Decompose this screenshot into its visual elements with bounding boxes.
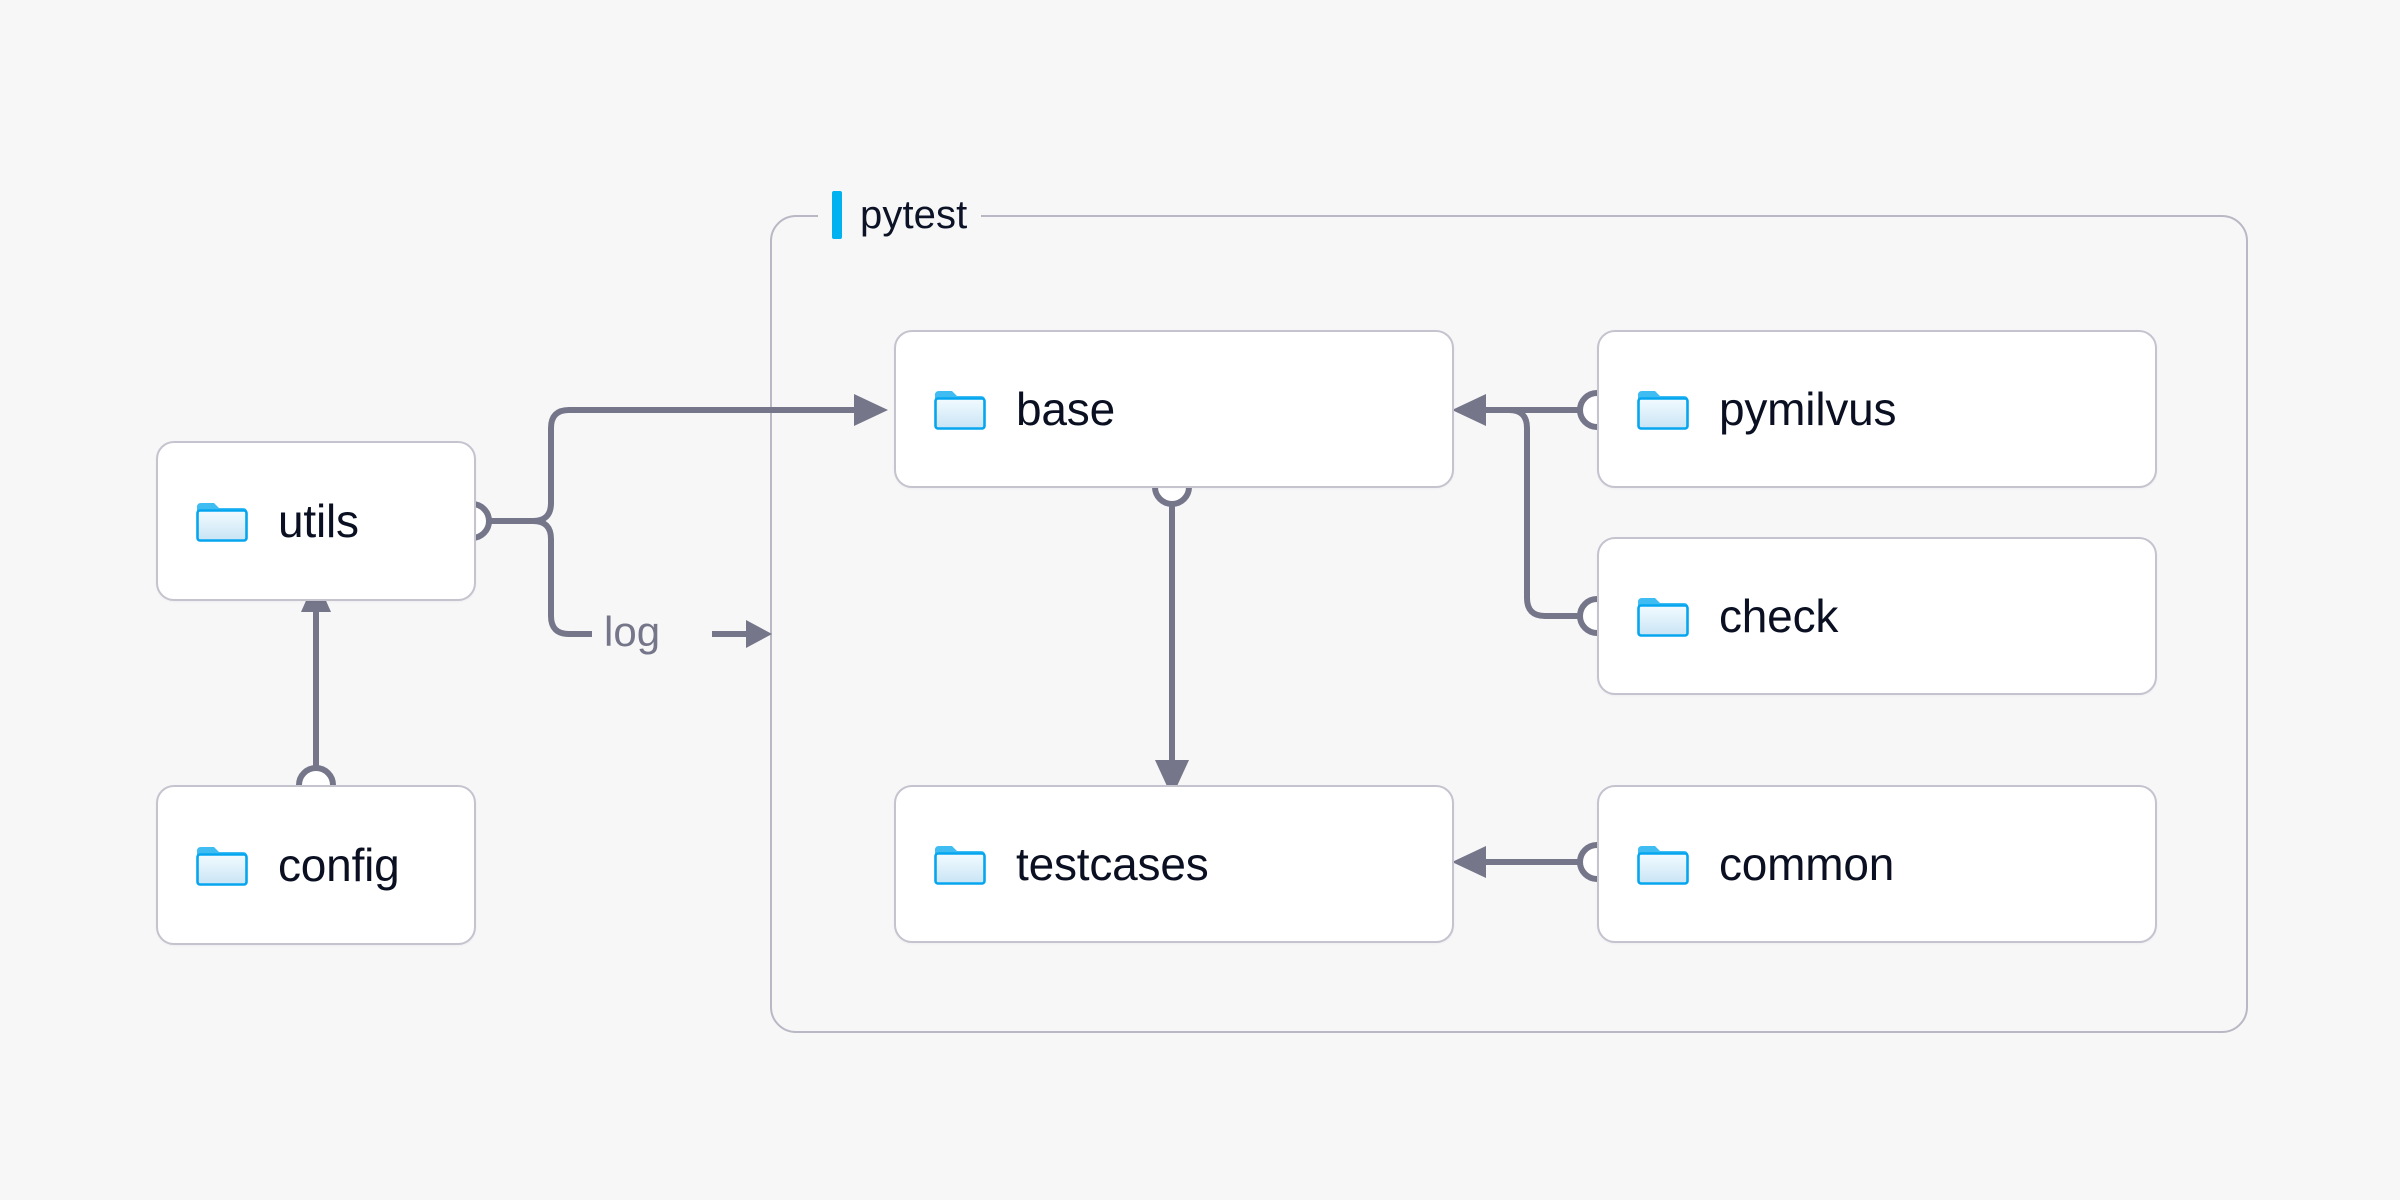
node-config[interactable]: config — [156, 785, 476, 945]
node-base[interactable]: base — [894, 330, 1454, 488]
edge-config-utils — [296, 578, 336, 805]
node-label-check: check — [1719, 590, 1839, 642]
folder-icon — [196, 847, 248, 886]
node-pymilvus[interactable]: pymilvus — [1597, 330, 2157, 488]
node-label-utils: utils — [278, 495, 359, 547]
group-label-pytest: pytest — [818, 186, 982, 244]
node-common[interactable]: common — [1597, 785, 2157, 943]
folder-icon — [1637, 391, 1689, 430]
node-check[interactable]: check — [1597, 537, 2157, 695]
folder-icon — [934, 846, 986, 885]
group-label-text: pytest — [860, 193, 968, 237]
edge-log-arrow — [712, 620, 772, 648]
group-accent-bar — [832, 191, 842, 239]
node-label-base: base — [1016, 383, 1115, 435]
edge-label-log: log — [604, 608, 661, 655]
node-utils[interactable]: utils — [156, 441, 476, 601]
node-label-config: config — [278, 839, 400, 891]
folder-icon — [934, 391, 986, 430]
node-label-common: common — [1719, 838, 1895, 890]
node-testcases[interactable]: testcases — [894, 785, 1454, 943]
folder-icon — [196, 503, 248, 542]
folder-icon — [1637, 846, 1689, 885]
folder-icon — [1637, 598, 1689, 637]
node-label-pymilvus: pymilvus — [1719, 383, 1897, 435]
node-label-testcases: testcases — [1016, 838, 1209, 890]
